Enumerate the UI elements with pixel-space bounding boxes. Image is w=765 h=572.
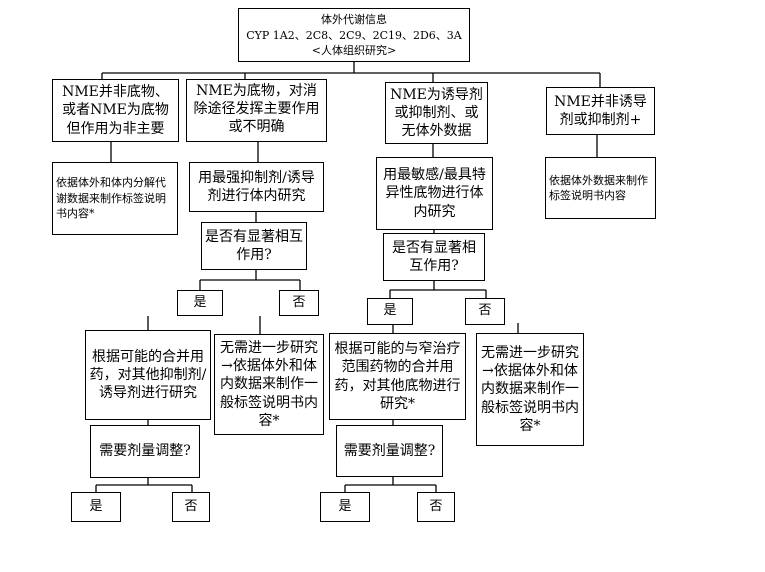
branch3-interaction-question-box: 是否有显著相互作用? — [383, 233, 485, 281]
branch2-no-text: 否 — [292, 294, 306, 310]
branch4-action-text: 依据体外数据来制作标签说明书内容 — [549, 173, 648, 202]
branch3-condition-text: NME为诱导剂或抑制剂、或无体外数据 — [390, 86, 483, 140]
branch3-yes-action-box: 根据可能的与窄治疗范围药物的合并用药，对其他底物进行研究* — [329, 333, 466, 420]
branch3-dose-yes-text: 是 — [338, 498, 352, 514]
branch1-action-box: 依据体外和体内分解代谢数据来制作标签说明书内容* — [52, 162, 178, 235]
branch2-action-box: 用最强抑制剂/诱导剂进行体内研究 — [189, 162, 324, 212]
branch2-dose-yes-text: 是 — [89, 498, 103, 514]
branch3-no-box: 否 — [465, 298, 505, 325]
branch2-no-action-box: 无需进一步研究→依据体外和体内数据来制作一般标签说明书内容* — [214, 334, 324, 435]
root-line-3: <人体组织研究> — [311, 44, 397, 58]
branch2-condition-text: NME为底物，对消除途径发挥主要作用或不明确 — [193, 83, 320, 136]
branch2-no-box: 否 — [279, 290, 319, 316]
branch3-dose-no-text: 否 — [429, 498, 443, 514]
branch2-yes-action-box: 根据可能的合并用药，对其他抑制剂/诱导剂进行研究 — [85, 330, 211, 420]
branch1-condition-text: NME并非底物、或者NME为底物但作用为非主要 — [62, 84, 169, 137]
branch3-condition-box: NME为诱导剂或抑制剂、或无体外数据 — [385, 82, 488, 144]
branch2-condition-box: NME为底物，对消除途径发挥主要作用或不明确 — [186, 79, 327, 142]
branch4-condition-text: NME并非诱导剂或抑制剂+ — [554, 93, 647, 128]
branch3-yes-box: 是 — [367, 298, 413, 325]
branch3-action-box: 用最敏感/最具特异性底物进行体内研究 — [376, 157, 493, 230]
branch2-dose-no-box: 否 — [172, 492, 210, 522]
branch2-question-text: 是否有显著相互作用? — [205, 228, 303, 263]
branch3-dose-no-box: 否 — [417, 492, 455, 522]
branch1-condition-box: NME并非底物、或者NME为底物但作用为非主要 — [52, 79, 179, 142]
branch4-action-box: 依据体外数据来制作标签说明书内容 — [545, 157, 656, 219]
branch3-no-text: 否 — [478, 303, 492, 319]
branch3-yes-action-text: 根据可能的与窄治疗范围药物的合并用药，对其他底物进行研究* — [334, 341, 461, 412]
branch2-yes-text: 是 — [193, 294, 207, 310]
branch3-action-text: 用最敏感/最具特异性底物进行体内研究 — [383, 167, 486, 220]
branch3-question-text: 是否有显著相互作用? — [392, 239, 476, 274]
branch2-dose-question-text: 需要剂量调整? — [99, 443, 191, 460]
branch2-interaction-question-box: 是否有显著相互作用? — [201, 222, 307, 270]
branch2-yes-action-text: 根据可能的合并用药，对其他抑制剂/诱导剂进行研究 — [89, 348, 207, 402]
branch3-dose-yes-box: 是 — [320, 492, 370, 522]
branch3-dose-question-box: 需要剂量调整? — [336, 425, 443, 477]
branch3-no-action-text: 无需进一步研究→依据体外和体内数据来制作一般标签说明书内容* — [481, 345, 579, 434]
branch1-action-text: 依据体外和体内分解代谢数据来制作标签说明书内容* — [56, 176, 166, 221]
branch2-yes-box: 是 — [177, 290, 223, 316]
branch3-no-action-box: 无需进一步研究→依据体外和体内数据来制作一般标签说明书内容* — [476, 333, 584, 446]
root-line-2: CYP 1A2、2C8、2C9、2C19、2D6、3A — [246, 28, 462, 42]
branch4-condition-box: NME并非诱导剂或抑制剂+ — [546, 87, 655, 135]
branch3-yes-text: 是 — [383, 303, 397, 319]
branch2-no-action-text: 无需进一步研究→依据体外和体内数据来制作一般标签说明书内容* — [220, 340, 318, 429]
in-vitro-metabolism-info-box: 体外代谢信息 CYP 1A2、2C8、2C9、2C19、2D6、3A <人体组织… — [238, 8, 470, 62]
branch2-dose-no-text: 否 — [184, 498, 198, 514]
branch2-action-text: 用最强抑制剂/诱导剂进行体内研究 — [198, 169, 315, 204]
branch2-dose-yes-box: 是 — [71, 492, 121, 522]
branch2-dose-question-box: 需要剂量调整? — [90, 425, 200, 478]
branch3-dose-question-text: 需要剂量调整? — [343, 442, 436, 459]
root-line-1: 体外代谢信息 — [321, 12, 387, 26]
